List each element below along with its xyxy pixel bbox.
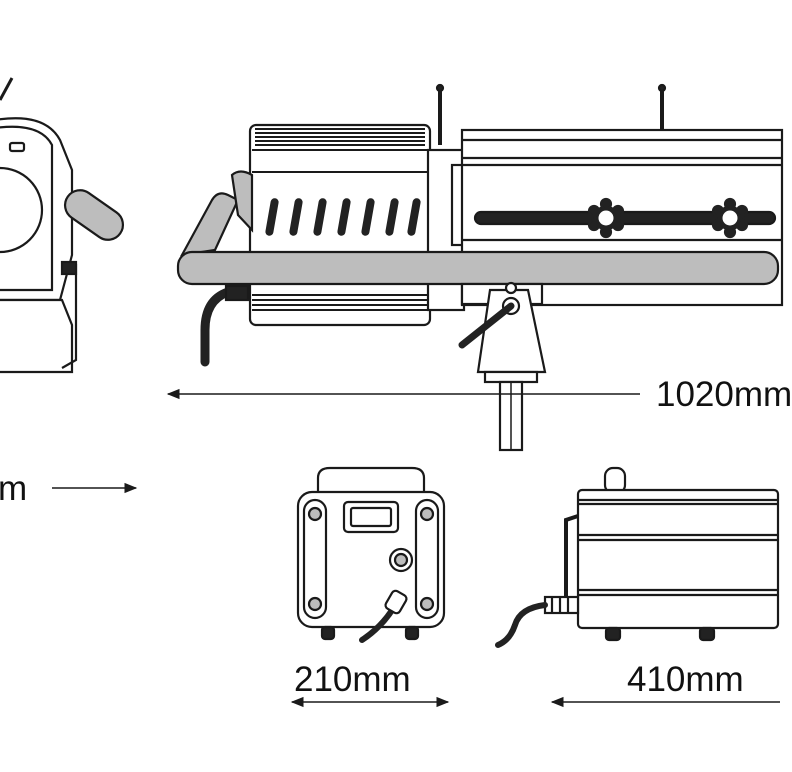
ballast-length-dimension-label: 410mm	[627, 660, 744, 699]
vent-slots	[265, 198, 421, 236]
focus-knob-2	[711, 197, 749, 239]
cooling-fins	[252, 128, 428, 311]
ballast-width-dimension-label: 210mm	[294, 660, 411, 699]
ballast-side-view	[495, 466, 780, 648]
ballast-front-view	[296, 466, 446, 643]
technical-drawing: 1020mm m 210mm 410mm	[0, 77, 792, 708]
focus-knob-1	[587, 197, 625, 239]
side-view-fixture	[176, 83, 784, 452]
length-dimension-label: 1020mm	[656, 375, 792, 414]
front-view-fixture	[0, 77, 125, 374]
front-width-dimension-label: m	[0, 469, 28, 508]
fixture-dimension-diagram	[0, 77, 784, 708]
